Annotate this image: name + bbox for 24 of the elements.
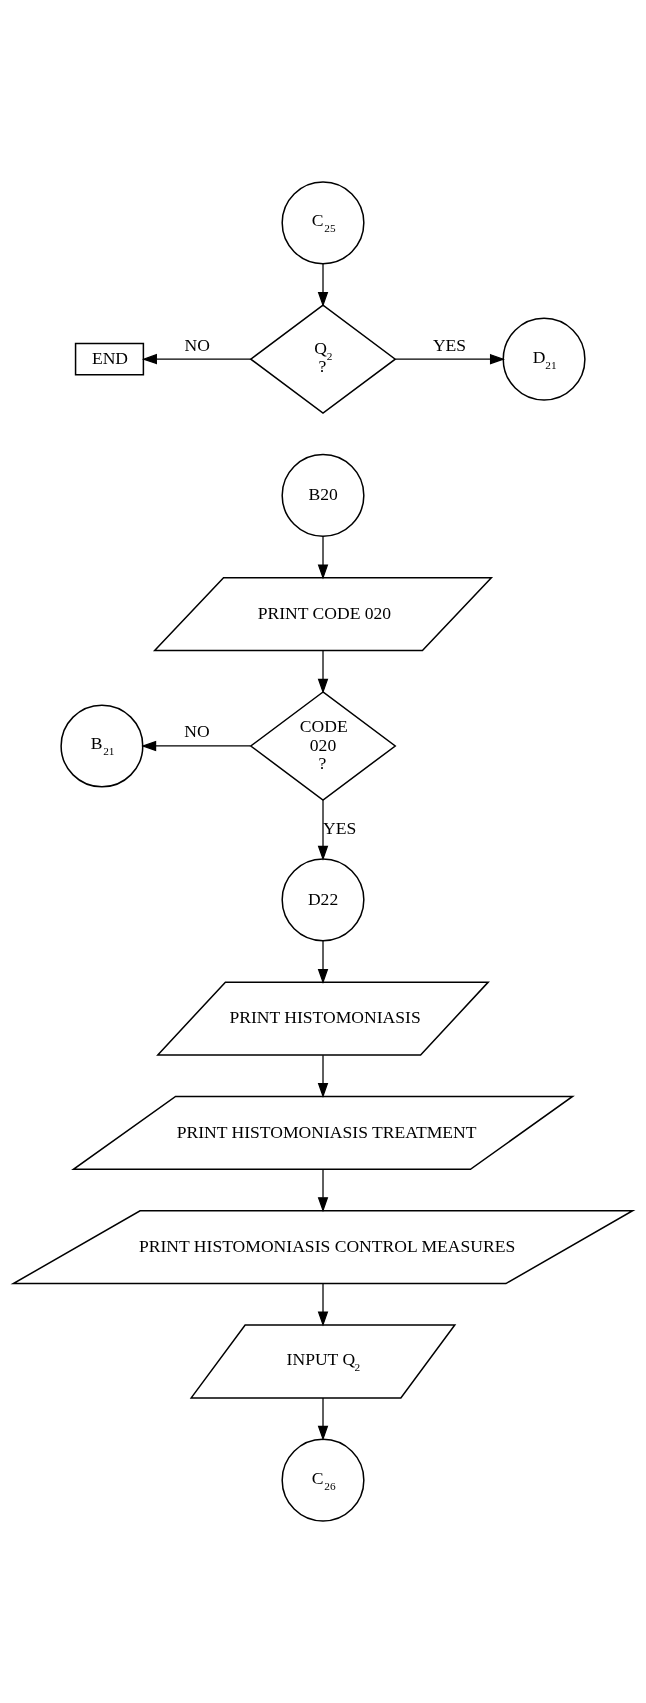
arrow	[141, 740, 251, 752]
node-circle: C$_{26}$	[281, 1438, 365, 1522]
node-circle: C$_{25}$	[281, 181, 365, 265]
node-circle: D22	[281, 858, 365, 942]
node-diamond: CODE 020 ?	[249, 691, 397, 801]
arrow	[141, 353, 252, 365]
arrow	[317, 1168, 329, 1213]
node-diamond: Q$_{2}$ ?	[249, 304, 397, 415]
edge-label: NO	[184, 721, 210, 742]
node-circle: D$_{21}$	[502, 317, 586, 401]
arrow	[317, 940, 329, 984]
arrow	[317, 799, 329, 861]
arrow	[394, 353, 506, 365]
node-box: END	[74, 342, 145, 376]
edge-label: YES	[432, 334, 467, 355]
arrow	[317, 1397, 329, 1441]
node-circle: B$_{21}$	[60, 704, 144, 788]
arrow	[317, 1283, 329, 1327]
arrow	[317, 535, 329, 580]
edge-label: NO	[184, 334, 210, 355]
arrow	[317, 650, 329, 694]
arrow	[317, 1054, 329, 1098]
arrow	[317, 263, 329, 308]
node-circle: B20	[281, 453, 365, 537]
